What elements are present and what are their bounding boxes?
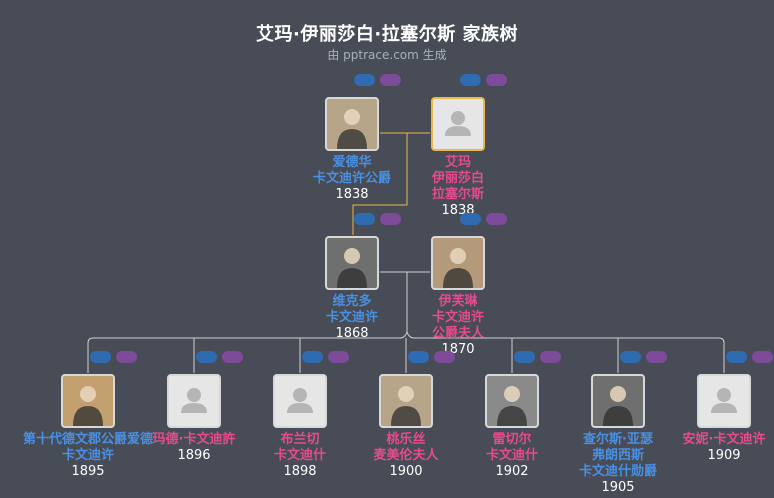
person-photo[interactable] (325, 97, 379, 151)
birth-year: 1896 (177, 448, 211, 463)
expand-mother-button[interactable] (752, 351, 773, 363)
expand-mother-button[interactable] (328, 351, 349, 363)
page-subtitle: 由 pptrace.com 生成 (327, 48, 447, 62)
person-name-line: 卡文迪什 (485, 448, 538, 463)
person-name-line: 麦美伦夫人 (373, 448, 439, 463)
expand-father-button[interactable] (514, 351, 535, 363)
birth-year: 1902 (495, 464, 529, 479)
expand-father-button[interactable] (354, 74, 375, 86)
avatar-placeholder-icon[interactable] (167, 374, 221, 428)
avatar-placeholder-icon[interactable] (273, 374, 327, 428)
expand-father-button[interactable] (460, 213, 481, 225)
expand-mother-button[interactable] (486, 74, 507, 86)
page-title: 艾玛·伊丽莎白·拉塞尔斯 家族树 (256, 24, 518, 45)
expand-father-button[interactable] (408, 351, 429, 363)
expand-father-button[interactable] (460, 74, 481, 86)
expand-mother-button[interactable] (116, 351, 137, 363)
expand-mother-button[interactable] (486, 213, 507, 225)
birth-year: 1895 (71, 464, 105, 479)
person-photo[interactable] (591, 374, 645, 428)
person-name-line: 第十代德文郡公爵爱德 (22, 432, 153, 447)
expand-mother-button[interactable] (222, 351, 243, 363)
person-name-line: 维克多 (332, 294, 372, 309)
avatar-placeholder-icon[interactable] (697, 374, 751, 428)
expand-father-button[interactable] (354, 213, 375, 225)
birth-year: 1900 (389, 464, 423, 479)
birth-year: 1868 (335, 326, 369, 341)
person-name-line: 安妮·卡文迪许 (682, 432, 766, 447)
person-name-line: 伊芙琳 (438, 294, 478, 309)
person-name-line: 雷切尔 (492, 432, 532, 447)
expand-mother-button[interactable] (540, 351, 561, 363)
expand-mother-button[interactable] (380, 213, 401, 225)
person-name-line: 爱德华 (332, 155, 372, 170)
person-name-line: 卡文迪什勋爵 (578, 464, 657, 479)
expand-mother-button[interactable] (434, 351, 455, 363)
person-name-line: 卡文迪许公爵 (312, 171, 391, 186)
expand-father-button[interactable] (726, 351, 747, 363)
person-name-line: 卡文迪许 (325, 310, 378, 325)
birth-year: 1905 (601, 480, 635, 495)
person-name-line: 查尔斯·亚瑟 (583, 432, 653, 447)
person-name-line: 弗朗西斯 (591, 448, 644, 463)
avatar-placeholder-icon[interactable] (431, 97, 485, 151)
expand-father-button[interactable] (196, 351, 217, 363)
person-name-line: 布兰切 (280, 432, 320, 447)
expand-father-button[interactable] (620, 351, 641, 363)
person-photo[interactable] (485, 374, 539, 428)
person-name-line: 卡文迪许 (431, 310, 484, 325)
person-name-line: 拉塞尔斯 (431, 187, 484, 202)
expand-mother-button[interactable] (646, 351, 667, 363)
birth-year: 1909 (707, 448, 741, 463)
person-name-line: 玛德·卡文迪許 (152, 432, 236, 447)
person-name-line: 伊丽莎白 (431, 171, 484, 186)
birth-year: 1838 (335, 187, 369, 202)
person-photo[interactable] (61, 374, 115, 428)
expand-father-button[interactable] (90, 351, 111, 363)
person-name-line: 公爵夫人 (431, 326, 484, 341)
person-name-line: 艾玛 (444, 155, 471, 170)
birth-year: 1898 (283, 464, 317, 479)
expand-mother-button[interactable] (380, 74, 401, 86)
expand-father-button[interactable] (302, 351, 323, 363)
birth-year: 1838 (441, 203, 475, 218)
person-name-line: 卡文迪许 (61, 448, 114, 463)
person-name-line: 桃乐丝 (386, 432, 426, 447)
person-photo[interactable] (325, 236, 379, 290)
person-name-line: 卡文迪什 (273, 448, 326, 463)
person-photo[interactable] (379, 374, 433, 428)
person-photo[interactable] (431, 236, 485, 290)
